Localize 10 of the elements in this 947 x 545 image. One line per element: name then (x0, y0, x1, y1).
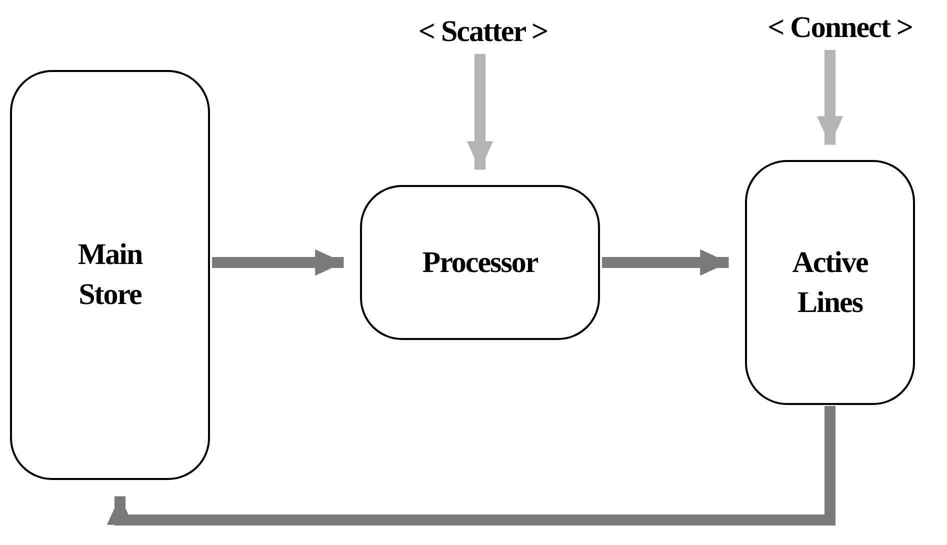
process-box: Active Lines (745, 160, 915, 405)
arrow (466, 54, 494, 170)
process-box: Processor (360, 185, 600, 340)
arrow (602, 249, 729, 276)
input-label: < Connect > (730, 8, 947, 48)
arrow (106, 406, 836, 526)
arrow (212, 249, 344, 276)
process-box: Main Store (10, 70, 210, 480)
input-label: < Scatter > (383, 12, 583, 52)
arrow (816, 50, 844, 145)
